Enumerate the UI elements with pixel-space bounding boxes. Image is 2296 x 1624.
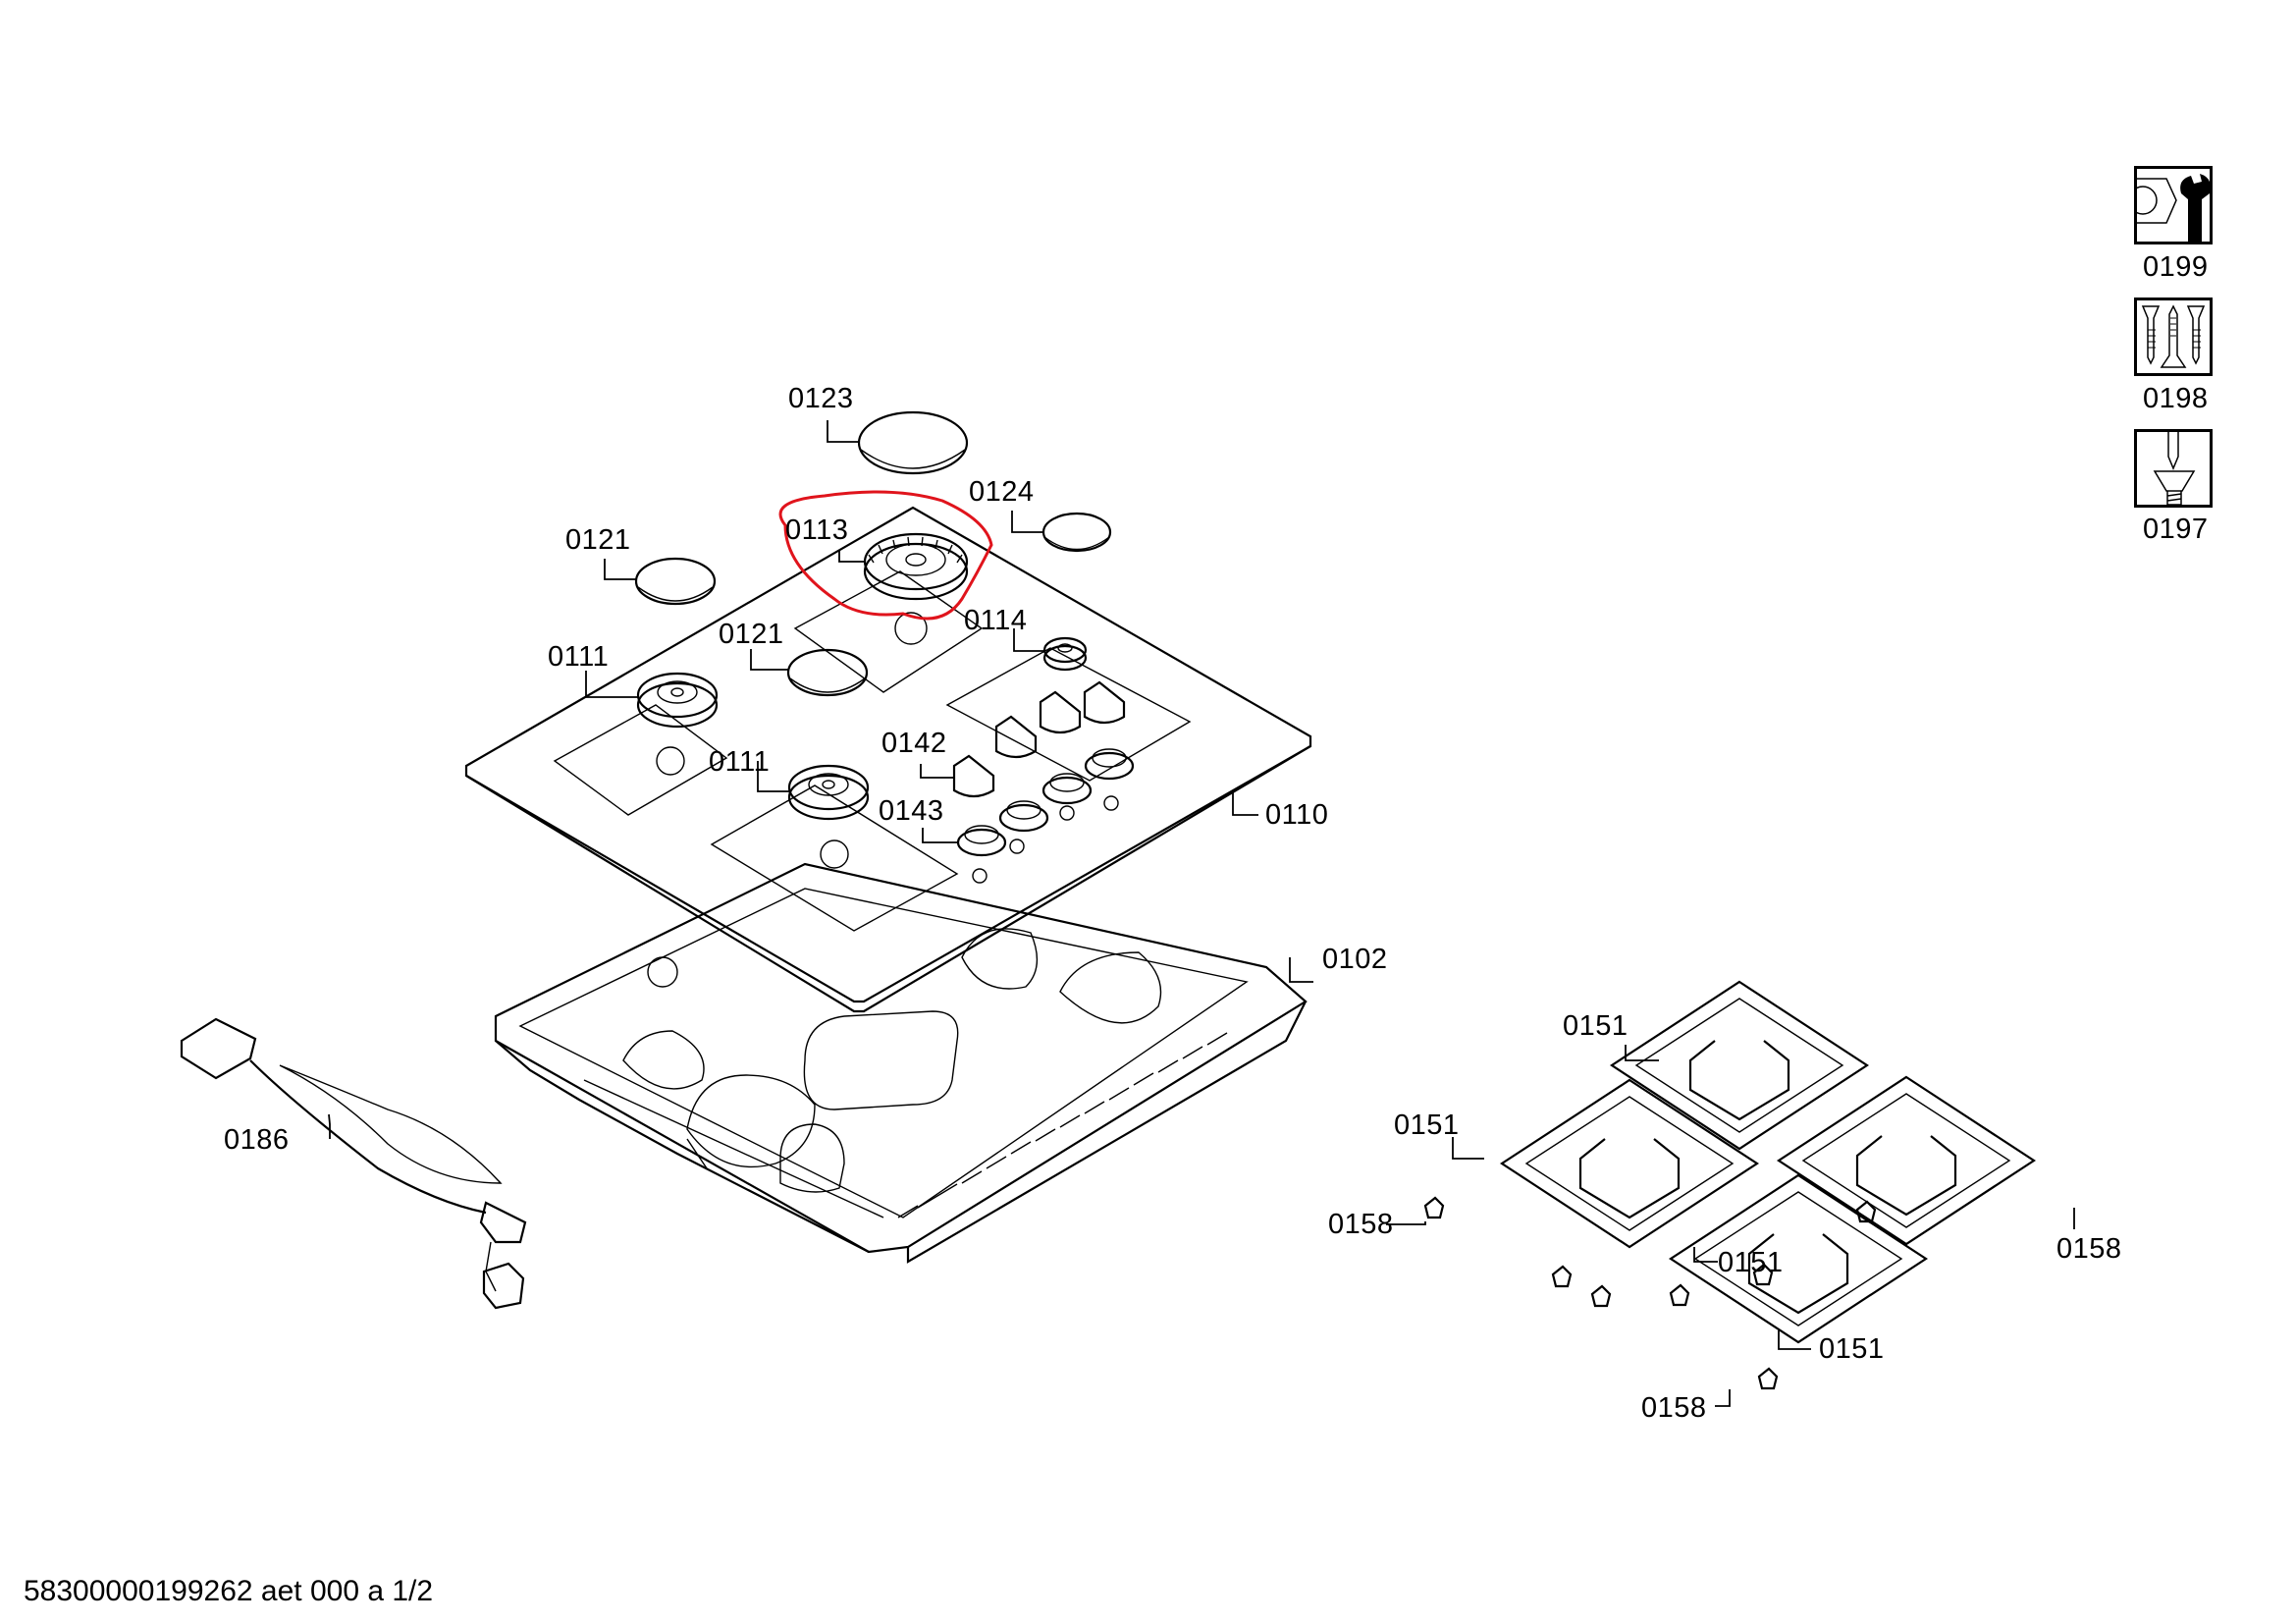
grate-outer-frame <box>1609 980 1870 1151</box>
cap-0124 <box>1041 512 1112 553</box>
power-cable-0186 <box>180 1017 527 1310</box>
screwdriver-icon[interactable] <box>2134 429 2213 508</box>
part-label-0158-left[interactable]: 0158 <box>1328 1209 1394 1240</box>
leader-lines <box>328 420 2075 1407</box>
part-label-0121-left[interactable]: 0121 <box>565 524 631 556</box>
part-label-0102[interactable]: 0102 <box>1322 944 1388 975</box>
part-label-0123[interactable]: 0123 <box>788 383 854 414</box>
part-label-0158-right[interactable]: 0158 <box>2056 1233 2122 1265</box>
grate-outer-frame <box>1668 1173 1929 1344</box>
knobs-0142 <box>952 680 1126 798</box>
tool-code-0199: 0199 <box>2143 251 2209 283</box>
document-footer: 58300000199262 aet 000 a 1/2 <box>24 1575 434 1607</box>
part-label-0143[interactable]: 0143 <box>879 795 944 827</box>
bezels-0143 <box>956 748 1135 857</box>
tray-vent-slots <box>897 1032 1228 1218</box>
part-label-0151-top[interactable]: 0151 <box>1563 1010 1629 1042</box>
part-label-0121-front[interactable]: 0121 <box>719 619 784 650</box>
burner-0111-front <box>787 764 870 821</box>
part-label-0158-bottom[interactable]: 0158 <box>1641 1392 1707 1424</box>
grate-outer-frame <box>1499 1078 1760 1249</box>
screws-icon[interactable] <box>2134 298 2213 376</box>
tool-code-0197: 0197 <box>2143 514 2209 545</box>
grate-pan-fingers <box>1855 1135 1957 1217</box>
grate-pan-fingers <box>1688 1040 1790 1121</box>
pan-supports-0151 <box>1499 980 2037 1344</box>
part-label-0113[interactable]: 0113 <box>785 514 849 546</box>
grate-pan-fingers <box>1578 1138 1681 1219</box>
nut-wrench-icon[interactable] <box>2134 166 2213 244</box>
part-label-0186[interactable]: 0186 <box>224 1124 290 1156</box>
burner-caps <box>634 410 1112 697</box>
cap-0121-left <box>634 557 717 606</box>
part-label-0142[interactable]: 0142 <box>881 728 947 759</box>
grate-inner-frame <box>1693 1191 1903 1326</box>
grate-inner-frame <box>1524 1096 1735 1231</box>
grate-inner-frame <box>1801 1093 2011 1228</box>
tool-code-0198: 0198 <box>2143 383 2209 414</box>
part-label-0111-front[interactable]: 0111 <box>709 746 771 778</box>
grate-pan-fingers <box>1747 1233 1849 1315</box>
burner-0114 <box>1042 636 1088 672</box>
part-label-0110[interactable]: 0110 <box>1265 799 1329 831</box>
part-label-0151-right[interactable]: 0151 <box>1718 1247 1784 1278</box>
base-tray-0102 <box>494 862 1308 1264</box>
part-label-0124[interactable]: 0124 <box>969 476 1035 508</box>
part-label-0111-left[interactable]: 0111 <box>548 641 610 673</box>
part-label-0114[interactable]: 0114 <box>964 605 1028 636</box>
burner-0113 <box>863 532 969 601</box>
part-label-0151-front[interactable]: 0151 <box>1819 1333 1885 1365</box>
cap-0121-front <box>786 648 869 697</box>
cap-0123 <box>857 410 969 475</box>
grate-inner-frame <box>1634 998 1844 1133</box>
part-label-0151-left[interactable]: 0151 <box>1394 1110 1460 1141</box>
highlight-outline <box>778 490 993 621</box>
burner-0111-left <box>636 672 719 729</box>
grate-outer-frame <box>1776 1075 2037 1246</box>
cooktop-plate-0110 <box>464 506 1312 1013</box>
rubber-feet-0158 <box>1423 1196 1877 1390</box>
